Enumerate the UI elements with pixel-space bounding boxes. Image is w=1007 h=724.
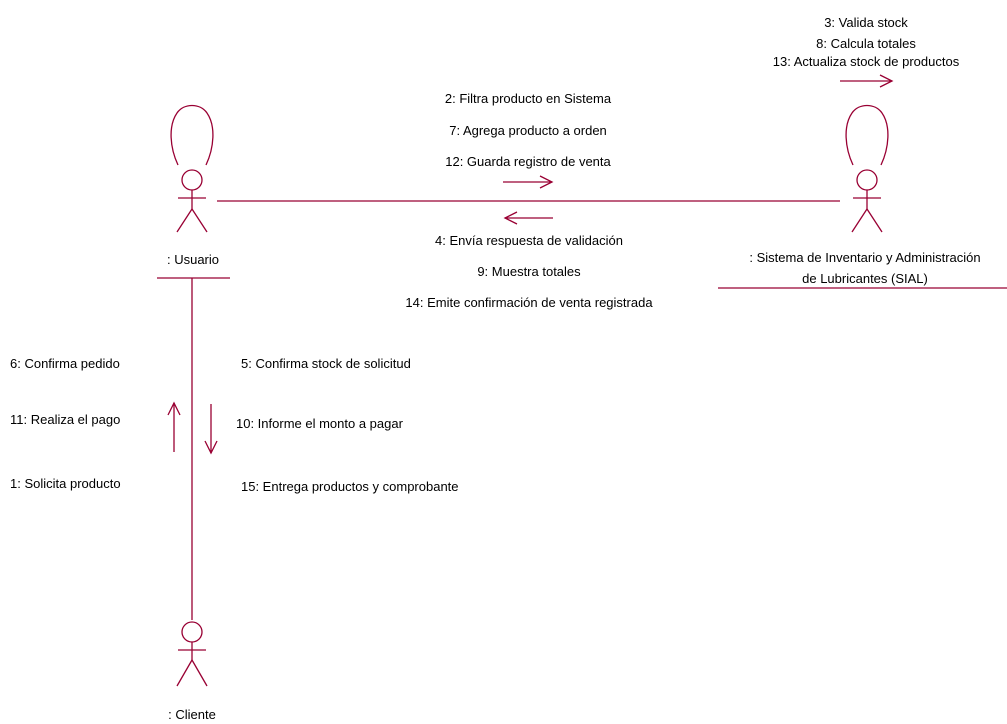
cliente-head bbox=[181, 621, 203, 643]
message-label: 11: Realiza el pago bbox=[10, 412, 120, 427]
usuario-label: : Usuario bbox=[167, 252, 219, 267]
sistema-label-line1: : Sistema de Inventario y Administración bbox=[749, 250, 980, 265]
usuario-self-link bbox=[170, 104, 214, 166]
usuario-head bbox=[181, 169, 203, 191]
arrow-cliente-to-usuario bbox=[167, 401, 181, 452]
cliente-label: : Cliente bbox=[168, 707, 216, 722]
message-label: 3: Valida stock bbox=[824, 15, 908, 30]
message-label: 7: Agrega producto a orden bbox=[449, 123, 607, 138]
arrow-sistema-self bbox=[840, 74, 894, 88]
cliente-actor[interactable] bbox=[176, 621, 208, 687]
usuario-actor[interactable] bbox=[157, 104, 230, 279]
arrow-usuario-to-sistema bbox=[503, 175, 554, 189]
cliente-left-leg bbox=[176, 659, 193, 687]
arrow-sistema-to-usuario bbox=[503, 211, 553, 225]
message-label: 1: Solicita producto bbox=[10, 476, 121, 491]
message-label: 5: Confirma stock de solicitud bbox=[241, 356, 411, 371]
sistema-head bbox=[856, 169, 878, 191]
usuario-right-leg bbox=[191, 208, 208, 233]
message-label: 9: Muestra totales bbox=[477, 264, 581, 279]
sistema-actor[interactable] bbox=[718, 104, 1007, 289]
sistema-label-line2: de Lubricantes (SIAL) bbox=[802, 271, 928, 286]
sistema-left-leg bbox=[851, 208, 868, 233]
message-label: 4: Envía respuesta de validación bbox=[435, 233, 623, 248]
sistema-self-link bbox=[845, 104, 889, 166]
usuario-left-leg bbox=[176, 208, 193, 233]
arrow-usuario-to-cliente bbox=[204, 404, 218, 455]
message-label: 12: Guarda registro de venta bbox=[445, 154, 611, 169]
message-label: 13: Actualiza stock de productos bbox=[773, 54, 960, 69]
cliente-right-leg bbox=[191, 659, 208, 687]
sistema-right-leg bbox=[866, 208, 883, 233]
message-label: 8: Calcula totales bbox=[816, 36, 916, 51]
message-label: 15: Entrega productos y comprobante bbox=[241, 479, 459, 494]
message-label: 6: Confirma pedido bbox=[10, 356, 120, 371]
message-label: 10: Informe el monto a pagar bbox=[236, 416, 404, 431]
message-label: 2: Filtra producto en Sistema bbox=[445, 91, 612, 106]
message-label: 14: Emite confirmación de venta registra… bbox=[405, 295, 653, 310]
